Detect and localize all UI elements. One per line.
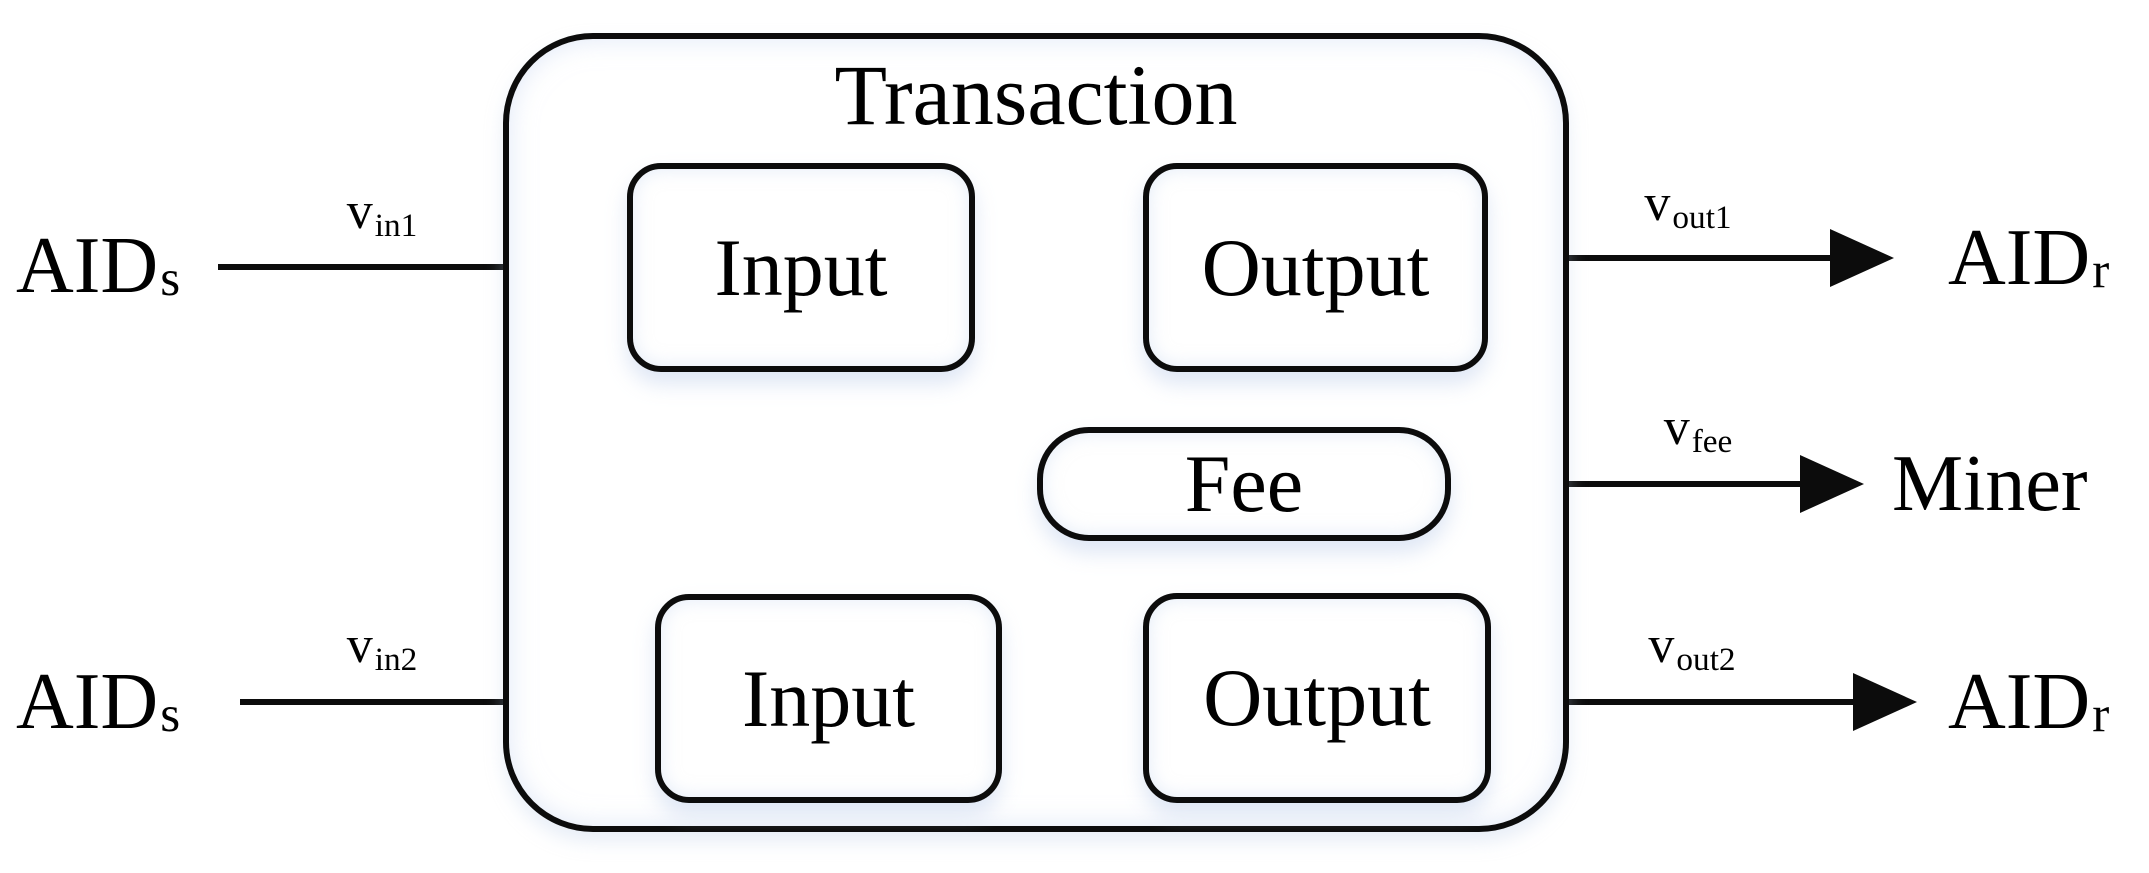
flow-label-vin2-sub: in2 (374, 640, 418, 678)
output-box-bottom-label: Output (1203, 652, 1431, 743)
transaction-title: Transaction (834, 47, 1238, 143)
input-box-top-label: Input (714, 221, 888, 313)
miner-label: Miner (1892, 422, 2088, 546)
output-box-top-label: Output (1201, 221, 1430, 313)
sender-label-top-sub: s (160, 249, 181, 307)
input-box-bottom-label: Input (741, 652, 916, 744)
flow-label-vin2-base: v (346, 617, 373, 674)
flow-label-vin1: vin1 (262, 183, 502, 243)
flow-label-vin1-base: v (346, 183, 373, 240)
sender-label-bottom-sub: s (160, 685, 181, 743)
sender-label-bottom-base: AID (16, 658, 159, 746)
flow-label-vout1-sub: out1 (1672, 198, 1732, 236)
flow-label-vout1: vout1 (1568, 175, 1808, 235)
input-box-top: Input (627, 163, 975, 372)
receiver-label-bottom-base: AID (1948, 658, 2091, 746)
flow-label-vin2: vin2 (262, 617, 502, 677)
fee-box: Fee (1037, 427, 1451, 541)
flow-label-vin1-sub: in1 (374, 206, 418, 244)
flow-label-vout1-base: v (1644, 175, 1671, 232)
flow-label-vfee: vfee (1578, 399, 1818, 459)
output-box-top: Output (1143, 163, 1488, 372)
miner-label-text: Miner (1892, 440, 2088, 528)
input-box-bottom: Input (655, 594, 1002, 803)
receiver-label-top-sub: r (2092, 241, 2110, 299)
receiver-label-top-base: AID (1948, 214, 2091, 302)
flow-label-vout2-sub: out2 (1676, 640, 1736, 678)
receiver-label-bottom-sub: r (2092, 685, 2110, 743)
flow-label-vout2-base: v (1648, 617, 1675, 674)
flow-label-vout2: vout2 (1572, 617, 1812, 677)
fee-box-label: Fee (1184, 438, 1304, 529)
output-box-bottom: Output (1143, 593, 1491, 803)
sender-label-top-base: AID (16, 222, 159, 310)
flow-label-vfee-sub: fee (1691, 422, 1733, 460)
flow-label-vfee-base: v (1663, 399, 1690, 456)
